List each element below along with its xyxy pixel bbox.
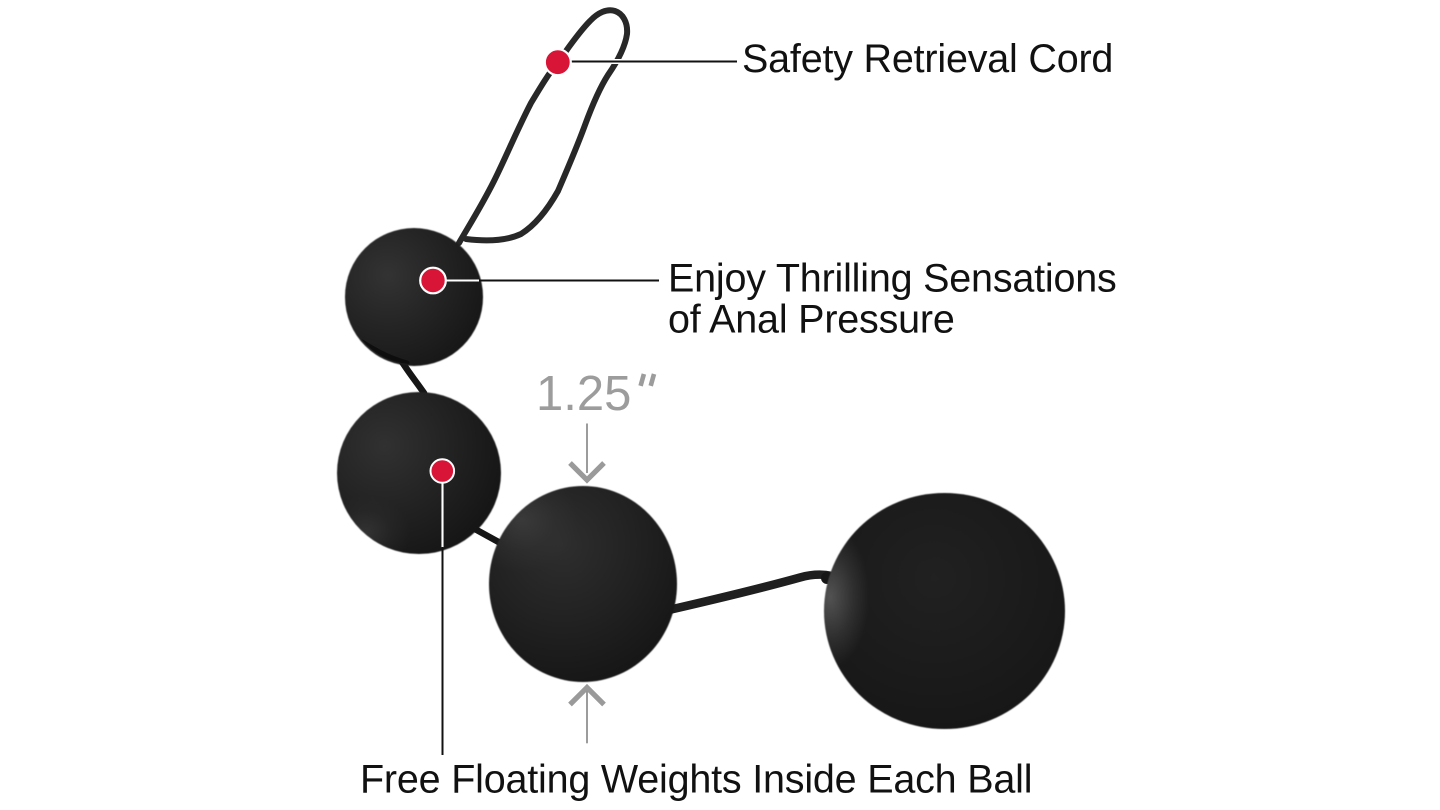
svg-text:Enjoy Thrilling Sensations: Enjoy Thrilling Sensations: [668, 257, 1117, 301]
svg-text:Free Floating Weights Inside E: Free Floating Weights Inside Each Ball: [360, 758, 1032, 802]
svg-text:of Anal Pressure: of Anal Pressure: [668, 298, 955, 342]
svg-text:1.25: 1.25: [536, 367, 631, 421]
svg-text:Safety Retrieval Cord: Safety Retrieval Cord: [742, 37, 1113, 81]
